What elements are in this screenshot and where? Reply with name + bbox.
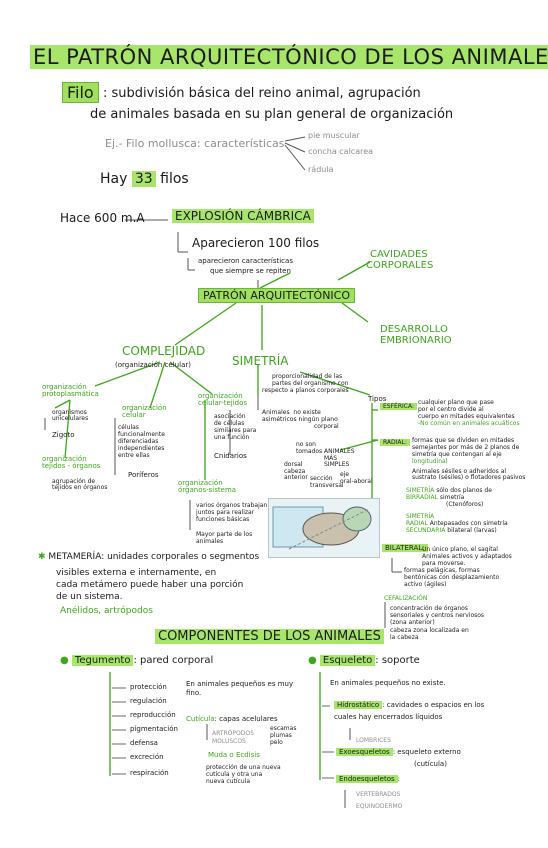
page-title: EL PATRÓN ARQUITECTÓNICO DE LOS ANIMALES xyxy=(30,45,548,69)
example-item: concha calcarea xyxy=(308,147,374,156)
zigoto: Zigoto xyxy=(52,431,75,439)
patron-arquitectonico: PATRÓN ARQUITECTÓNICO xyxy=(198,288,356,303)
hay-filos: Hay 33 filos xyxy=(100,171,189,187)
example-item: pie muscular xyxy=(308,131,360,140)
poriferos: Poríferos xyxy=(128,471,159,479)
tegumento-item: respiración xyxy=(130,769,169,777)
lombrices: LOMBRICES xyxy=(356,737,391,744)
vertebrados: VERTEBRADOS xyxy=(356,791,401,798)
radial-label: RADIAL: xyxy=(380,439,410,446)
simetria-label: SIMETRÍA xyxy=(232,354,289,368)
componentes-title: COMPONENTES DE LOS ANIMALES xyxy=(155,629,384,644)
cefalizacion: CEFALIZACIÓN xyxy=(384,595,428,602)
caracteristicas-line2: que siempre se repiten xyxy=(210,267,291,275)
exoesqueletos-cuticula: (cutícula) xyxy=(414,760,447,768)
tegumento-item: regulación xyxy=(130,697,167,705)
endoesqueletos: Endoesqueletos: xyxy=(336,775,400,783)
complejidad-label: COMPLEJIDAD xyxy=(122,344,206,358)
caracteristicas-line1: aparecieron características xyxy=(198,257,293,265)
cnidarios: Cnidarios xyxy=(214,452,247,460)
explosion-cambrica: EXPLOSIÓN CÁMBRICA xyxy=(172,209,314,223)
birradial: SIMETRÍA sólo dos planos de BIRRADIAL si… xyxy=(406,487,492,508)
example-item: rádula xyxy=(308,165,334,174)
complejidad-sub: (organización celular) xyxy=(115,361,191,369)
tegumento-item: pigmentación xyxy=(130,725,178,733)
filo-term: Filo xyxy=(62,82,99,103)
tegumento-item: defensa xyxy=(130,739,158,747)
symmetry-drawing-icon xyxy=(272,506,372,550)
tegumento-item: protección xyxy=(130,683,167,691)
hace-text: Hace 600 m.A xyxy=(60,211,145,225)
esqueleto-note: En animales pequeños no existe. xyxy=(330,679,446,687)
tegumento-item: excreción xyxy=(130,753,164,761)
metameria-label: ✱ METAMERÍA: unidades corporales o segme… xyxy=(38,552,260,562)
cuticula: Cutícula: capas acelulares xyxy=(186,715,278,723)
filo-def-line1: : subdivisión básica del reino animal, a… xyxy=(103,86,421,101)
asimetricos: Animales no existe asimétricos ningún pl… xyxy=(262,409,339,430)
animal-symmetry-illustration xyxy=(268,498,380,558)
filo-def-line2: de animales basada en su plan general de… xyxy=(90,107,454,122)
tipos: Tipos xyxy=(368,395,387,403)
example-text: Ej.- Filo mollusca: características xyxy=(105,137,285,150)
page-title-text: EL PATRÓN ARQUITECTÓNICO DE LOS ANIMALES xyxy=(30,45,548,69)
bilateral-label: BILATERAL: xyxy=(382,544,428,552)
metameria-example: Anélidos, artrópodos xyxy=(60,606,153,616)
tegumento-item: reproducción xyxy=(130,711,176,719)
illustration-labels: no son tomados xyxy=(296,441,323,455)
hidrostatico: Hidrostático: cavidades o espacios en lo… xyxy=(334,701,484,709)
hidrostatico-desc: cuales hay encerrados líquidos xyxy=(334,713,443,721)
equinodermo: EQUINODERMO xyxy=(356,803,403,810)
muda: Muda o Ecdisis xyxy=(208,751,260,759)
exoesqueletos: Exoesqueletos: esqueleto externo xyxy=(336,748,461,756)
aparecieron-filos: Aparecieron 100 filos xyxy=(192,236,320,250)
tegumento-heading: ● Tegumento: pared corporal xyxy=(60,655,214,666)
esqueleto-heading: ● Esqueleto: soporte xyxy=(308,655,420,666)
esferica-label: ESFÉRICA: xyxy=(380,403,417,410)
radial-secundaria: SIMETRÍA RADIAL Antepasados con simetría… xyxy=(406,513,508,534)
